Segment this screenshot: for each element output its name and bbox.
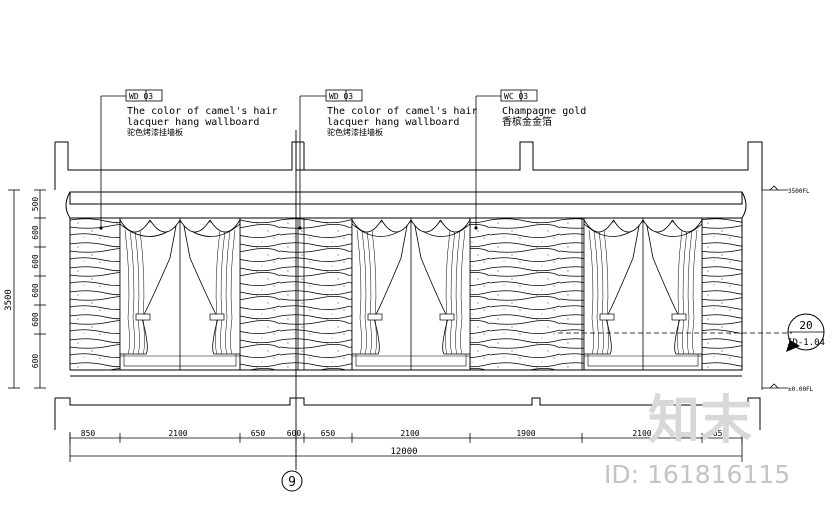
tag-line2: 香槟金金箔 [502,115,552,128]
tag-line1: Champagne gold [502,106,586,117]
bottom-dim-value: 650 [713,429,728,438]
bottom-dim-value: 650 [251,429,266,438]
curtain-fold [356,229,362,355]
valance-swag [119,219,151,233]
valance-swag [583,219,614,233]
curtain-tieback [367,313,383,321]
tag-leader-dot [99,226,103,230]
bottom-total-dim: 12000 [390,447,417,457]
tag-box [325,89,363,102]
curtain-fold [588,229,594,355]
curtain-drape [351,223,408,355]
windows-group [119,217,703,371]
tag-code: WD 03 [329,92,353,101]
left-dim-value: 500 [31,197,40,212]
tag-line2: lacquer hang wallboard [327,117,459,128]
section-ref-arrow [786,340,800,352]
valance-swag [149,219,181,233]
cornice-ends [65,191,747,219]
section-ref-number: 20 [799,319,812,332]
valance-swag [381,219,412,233]
curtain-fold [460,229,466,355]
valance-swag [440,219,471,233]
curtain-drape [583,223,640,355]
curtain-fold [129,229,135,355]
curtain-drape [414,223,471,355]
curtain-fold [230,229,236,355]
tag-code: WD 03 [129,92,153,101]
valance-swag [209,219,241,233]
grid-axis-bubble [281,470,303,492]
bottom-dim-value: 2100 [168,429,187,438]
curtain-fold [692,229,698,355]
curtain-fold [455,229,461,355]
left-dimensions: 500 600 600 600 600 600 [8,189,46,389]
cornice [69,191,743,205]
bottom-dim-value: 600 [287,429,302,438]
valance-swag [351,219,382,233]
left-dim-value: 600 [31,283,40,298]
tag-code: WC 03 [504,92,528,101]
bottom-dim-value: 2100 [632,429,651,438]
bottom-dimensions: 850 2100 650 600 650 2100 1900 2100 650 [69,429,743,462]
base-plinth [55,397,761,430]
level-marker-bottom [762,383,788,389]
left-dim-value: 600 [31,354,40,369]
curtain-drape [183,223,241,355]
tag-line2: lacquer hang wallboard [127,117,259,128]
valance-swag [642,219,673,233]
section-ref-sheet: ID-1.04 [787,338,825,348]
bottom-dim-value: 1900 [516,429,535,438]
level-marker-top [762,185,788,191]
watermark-id: ID: 161816115 [604,460,791,489]
ceiling-bulkhead [55,141,763,190]
valance-swag [410,219,441,233]
curtain-tieback [439,313,455,321]
curtain-fold [687,229,693,355]
grid-axis-label: 9 [288,475,296,490]
valance-swag [672,219,703,233]
watermark-logo: 知末 [648,391,753,451]
curtain-drape [119,223,177,355]
curtain-fold [225,229,231,355]
tag-leader-dot [474,226,478,230]
tag-line3: 驼色烤漆挂墙板 [327,127,383,137]
bottom-dim-value: 850 [81,429,96,438]
bottom-dim-value: 2100 [400,429,419,438]
left-total-dim: 3500 [4,289,14,311]
left-dim-value: 600 [31,254,40,269]
curtain-fold [593,229,599,355]
tag-leader-dot [298,226,302,230]
curtain-tieback [599,313,615,321]
tag-box [125,89,163,102]
level-label-top: 3500FL [788,188,810,195]
valance-swag [613,219,644,233]
left-dim-value: 600 [31,225,40,240]
tag-box [500,89,538,102]
left-dim-value: 600 [31,312,40,327]
curtain-drape [646,223,703,355]
tag-line3: 驼色烤漆挂墙板 [127,127,183,137]
curtain-tieback [135,313,151,321]
valance-swag [179,219,211,233]
curtain-fold [124,229,130,355]
curtain-tieback [209,313,225,321]
level-label-bottom: ±0.00FL [788,386,814,393]
tag-line1: The color of camel's hair [127,106,278,117]
curtain-fold [361,229,367,355]
bottom-dim-value: 650 [321,429,336,438]
curtain-tieback [671,313,687,321]
tag-line1: The color of camel's hair [327,106,478,117]
